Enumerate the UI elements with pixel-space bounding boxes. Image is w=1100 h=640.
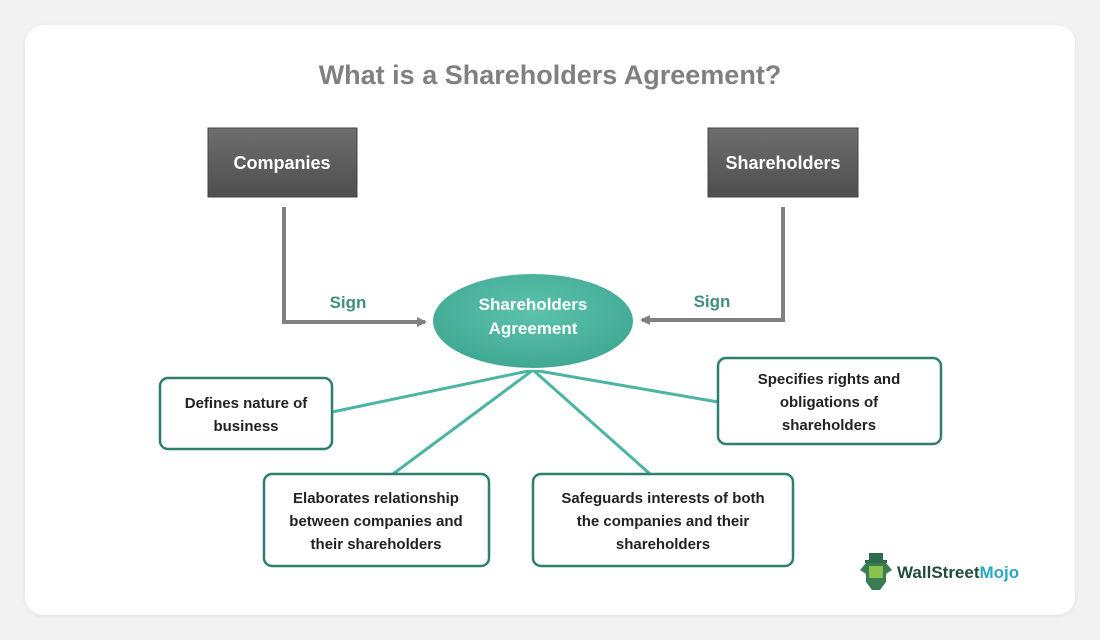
point-text: shareholders [782, 417, 876, 434]
sign-label-left: Sign [330, 293, 367, 312]
point-text: between companies and [289, 513, 462, 530]
point-text: business [213, 418, 278, 435]
agreement-line2: Agreement [489, 319, 578, 338]
point-text: the companies and their [577, 513, 750, 530]
arrow-companies [282, 207, 427, 327]
point-box-nature: Defines nature of business [158, 376, 334, 451]
companies-label: Companies [233, 153, 330, 173]
point-text: Defines nature of [185, 395, 309, 412]
point-text: shareholders [616, 536, 710, 553]
logo-text: WallStreetMojo [897, 563, 1019, 582]
point-box-relationship: Elaborates relationship between companie… [262, 472, 491, 568]
shareholders-label: Shareholders [725, 153, 840, 173]
point-text: Specifies rights and [758, 371, 901, 388]
point-box-safeguards: Safeguards interests of both the compani… [531, 472, 795, 568]
point-box-rights: Specifies rights and obligations of shar… [716, 356, 943, 446]
shareholders-box: Shareholders [707, 127, 859, 198]
point-text: their shareholders [311, 536, 442, 553]
agreement-line1: Shareholders [479, 295, 588, 314]
sign-label-right: Sign [694, 292, 731, 311]
diagram-title: What is a Shareholders Agreement? [319, 60, 782, 90]
point-text: Safeguards interests of both [561, 490, 764, 507]
point-text: Elaborates relationship [293, 490, 459, 507]
connectors [331, 368, 719, 476]
agreement-ellipse: Shareholders Agreement [431, 272, 635, 370]
arrow-shareholders [640, 207, 785, 325]
mascot-icon [860, 553, 892, 590]
companies-box: Companies [207, 127, 358, 198]
wallstreetmojo-logo: WallStreetMojo [860, 553, 1019, 590]
point-text: obligations of [780, 394, 879, 411]
